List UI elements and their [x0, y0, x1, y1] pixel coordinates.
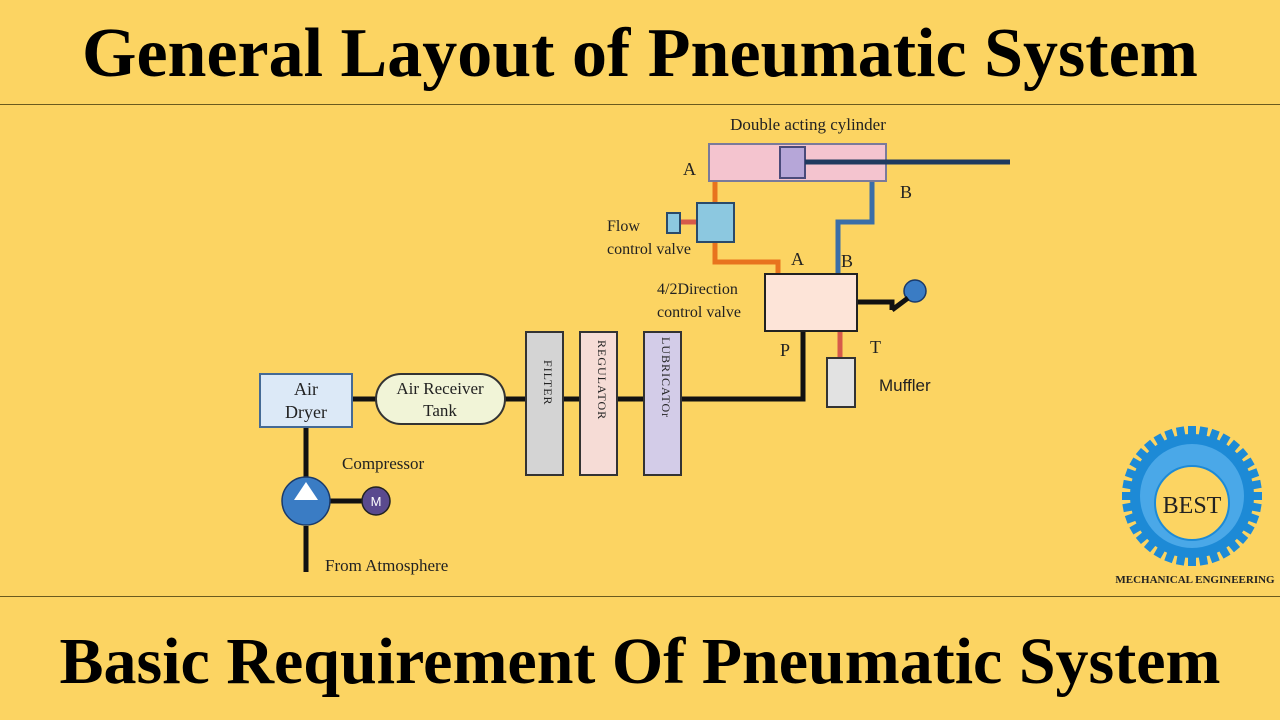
flow-valve-label-line2: control valve [607, 241, 691, 258]
valve-lever [890, 296, 910, 312]
gear-tooth [1188, 552, 1196, 566]
pipe-lubricator-to-dcv [681, 331, 806, 402]
lever-arm [857, 299, 895, 310]
atmosphere-label: From Atmosphere [325, 556, 448, 575]
cylinder-port-b-label: B [900, 182, 912, 202]
cylinder-label: Double acting cylinder [730, 115, 886, 134]
regulator-label: REGULATOR [595, 340, 609, 420]
page-title: General Layout of Pneumatic System [82, 15, 1198, 92]
logo-subtitle: MECHANICAL ENGINEERING [1115, 574, 1275, 586]
flow-valve-label-line1: Flow [607, 218, 640, 235]
flow-valve-adjuster [666, 212, 681, 234]
flow-control-valve [696, 202, 735, 243]
main-pipes [303, 299, 895, 572]
pipe-a-flow-valve-to-dcv [712, 240, 781, 274]
filter [525, 331, 564, 476]
top-divider [0, 104, 1280, 105]
air-receiver-tank [375, 373, 506, 425]
valve-lever-knob [903, 279, 927, 303]
cylinder-port-a-label: A [683, 159, 696, 179]
gear-tooth [1188, 426, 1196, 440]
air-dryer-label-line2: Dryer [285, 402, 327, 422]
air-dryer-label-line1: Air [294, 379, 318, 399]
motor [361, 486, 391, 516]
cylinder-piston [779, 146, 806, 179]
dcv-port-p-label: P [780, 340, 790, 360]
muffler [826, 357, 856, 408]
air-dryer [259, 373, 353, 428]
lubricator [643, 331, 682, 476]
compressor [281, 476, 331, 526]
direction-control-valve [764, 273, 858, 332]
dcv-label-line1: 4/2Direction [657, 281, 738, 298]
dcv-port-a-label: A [791, 249, 804, 269]
compressor-symbol [294, 482, 318, 500]
filter-label: FILTER [541, 360, 555, 406]
receiver-label-line2: Tank [423, 401, 457, 420]
receiver-label-line1: Air Receiver [396, 379, 484, 398]
motor-label: M [371, 494, 382, 509]
logo-center [1154, 465, 1230, 541]
lubricator-label: LUBRICATOr [659, 337, 673, 418]
dcv-label-line2: control valve [657, 304, 741, 321]
regulator [579, 331, 618, 476]
dcv-port-t-label: T [870, 337, 881, 357]
best-logo: BEST MECHANICAL ENGINEERING [1115, 426, 1275, 586]
logo-text: BEST [1163, 493, 1222, 519]
pipe-b-cylinder-to-dcv [835, 180, 875, 274]
muffler-label: Muffler [879, 376, 931, 395]
compressor-label: Compressor [342, 454, 425, 473]
bottom-divider [0, 596, 1280, 597]
page-subtitle: Basic Requirement Of Pneumatic System [59, 625, 1221, 698]
dcv-port-b-label: B [841, 251, 853, 271]
